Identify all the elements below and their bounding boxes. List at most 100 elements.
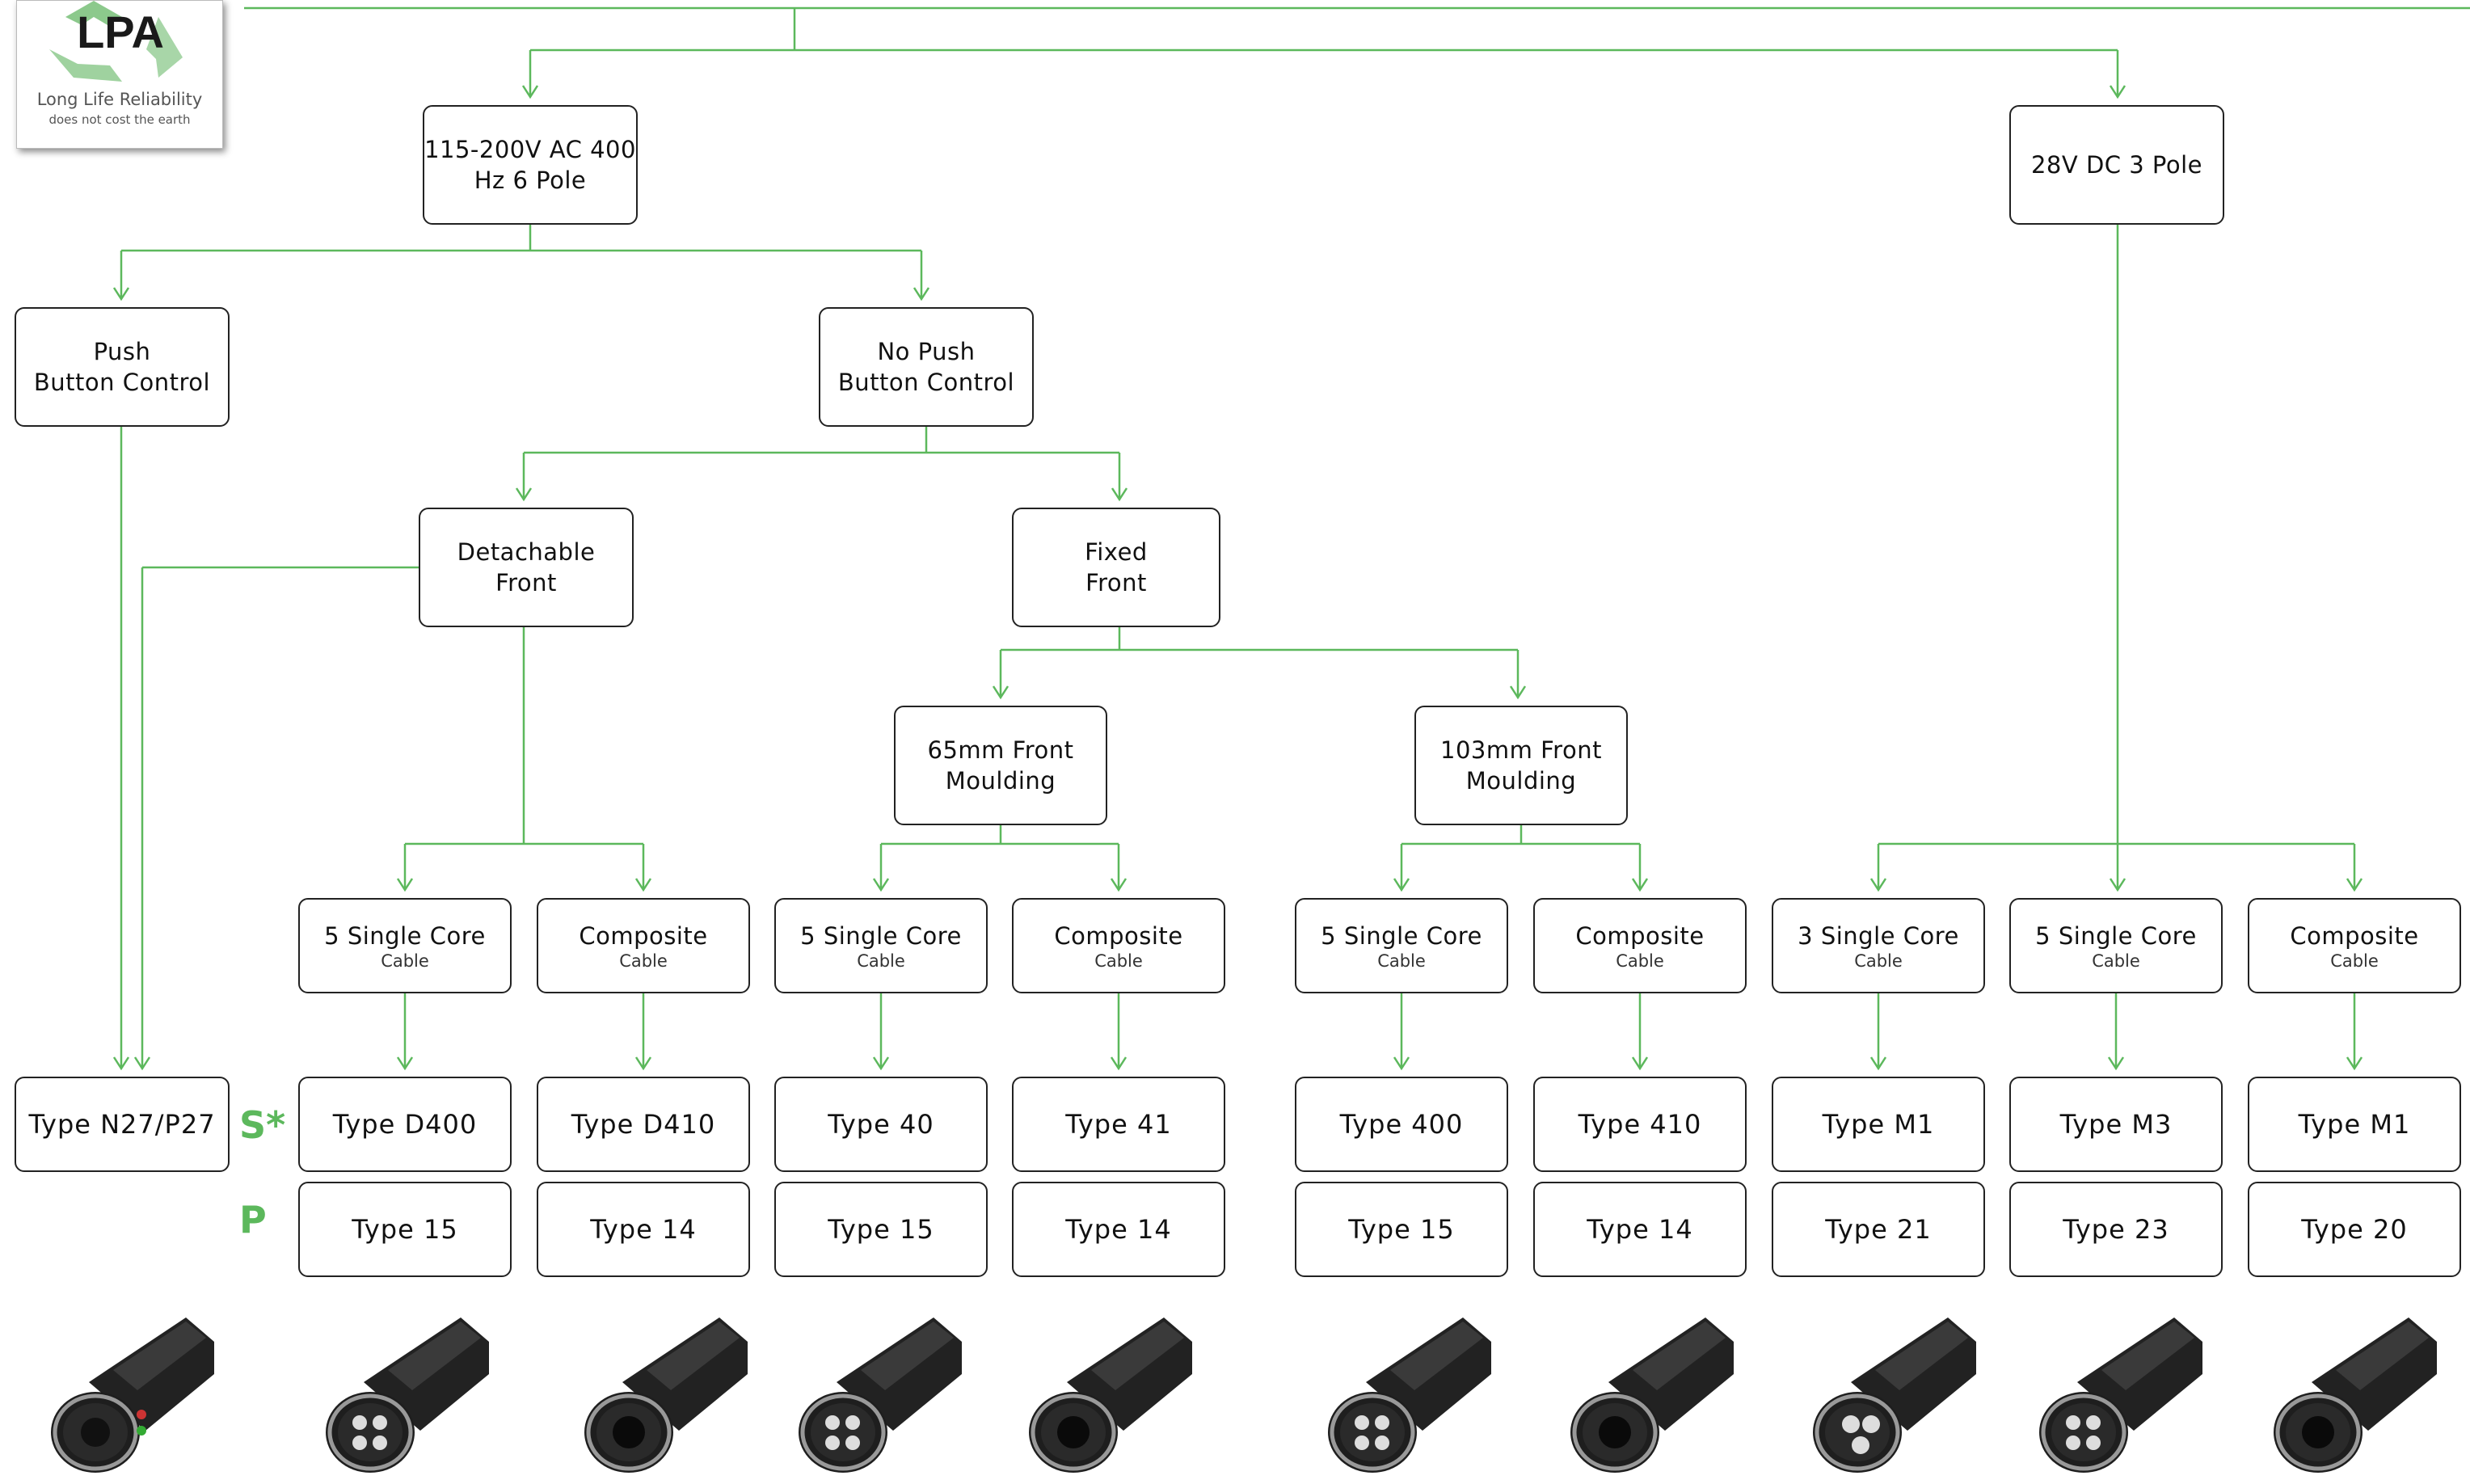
row-label-s: S*	[239, 1103, 286, 1147]
row-label-p: P	[239, 1198, 267, 1242]
type-box-p: Type 14	[537, 1182, 750, 1277]
arrow-head-icon	[2107, 1056, 2125, 1071]
arrow-head-icon	[1869, 1056, 1887, 1071]
cable-type-label: Composite	[2290, 922, 2419, 950]
cable-type-label: 3 Single Core	[1798, 922, 1959, 950]
arrow-head-icon	[521, 85, 539, 99]
connector-photo-m1-composite	[2274, 1317, 2437, 1473]
type-box-s: Type D410	[537, 1077, 750, 1172]
type-box-s: Type 40	[774, 1077, 988, 1172]
connector-photo-400	[1328, 1317, 1491, 1473]
arrow-head-icon	[634, 1056, 652, 1071]
type-box-s: Type 400	[1295, 1077, 1508, 1172]
node-nopush-line2: Button Control	[837, 369, 1015, 396]
connector-photo-d410	[584, 1317, 748, 1473]
node-dc-line1: 28V DC 3 Pole	[2030, 151, 2203, 179]
plug-type-label: Type 23	[2063, 1214, 2169, 1245]
arrow-head-icon	[112, 1056, 130, 1071]
arrow-head-icon	[2346, 1056, 2363, 1071]
node-fixed-front: Fixed Front	[1012, 508, 1220, 627]
type-box-s: Type M1	[2248, 1077, 2461, 1172]
arrow-head-icon	[913, 287, 930, 301]
plug-type-label: Type 14	[1065, 1214, 1172, 1245]
node-fixed-line2: Front	[1085, 569, 1147, 597]
connector-photo-m3	[2039, 1317, 2202, 1473]
type-box-p: Type 23	[2009, 1182, 2223, 1277]
arrow-head-icon	[2109, 85, 2126, 99]
arrow-head-icon	[634, 878, 652, 892]
connector-photo-m1-single	[1813, 1317, 1976, 1473]
node-m65-line2: Moulding	[945, 767, 1056, 795]
type-box-p: Type 14	[1533, 1182, 1747, 1277]
type-box-s: Type D400	[298, 1077, 512, 1172]
arrow-head-icon	[396, 878, 414, 892]
cable-type-label: 5 Single Core	[1321, 922, 1482, 950]
node-ac-line2: Hz 6 Pole	[474, 167, 587, 194]
type-n27-p27-label: Type N27/P27	[28, 1109, 216, 1140]
type-box-p: Type 15	[774, 1182, 988, 1277]
type-box-p: Type 20	[2248, 1182, 2461, 1277]
node-m103-line2: Moulding	[1465, 767, 1577, 795]
recycle-arrows-icon: LPA	[49, 1, 183, 82]
cable-sub-label: Cable	[1094, 951, 1143, 971]
cable-sub-label: Cable	[619, 951, 668, 971]
arrow-head-icon	[2346, 878, 2363, 892]
cable-sub-label: Cable	[1616, 951, 1664, 971]
arrow-head-icon	[1393, 878, 1410, 892]
node-push-line2: Button Control	[33, 369, 211, 396]
socket-type-label: Type M1	[1822, 1109, 1935, 1140]
node-fixed-line1: Fixed	[1085, 538, 1148, 566]
cable-type-label: 5 Single Core	[800, 922, 962, 950]
socket-type-label: Type M3	[2059, 1109, 2173, 1140]
arrow-head-icon	[2109, 878, 2126, 892]
connector-photo-n27-p27	[51, 1317, 214, 1473]
type-box-p: Type 15	[1295, 1182, 1508, 1277]
arrow-head-icon	[1631, 1056, 1649, 1071]
cable-sub-label: Cable	[2330, 951, 2379, 971]
plug-type-label: Type 15	[352, 1214, 458, 1245]
arrow-head-icon	[396, 1056, 414, 1071]
plug-type-label: Type 14	[1587, 1214, 1693, 1245]
cable-sub-label: Cable	[2092, 951, 2140, 971]
socket-type-label: Type 41	[1065, 1109, 1172, 1140]
arrow-head-icon	[992, 685, 1009, 700]
type-box-n27-p27: Type N27/P27	[15, 1077, 230, 1172]
arrow-head-icon	[1869, 878, 1887, 892]
logo-tagline: Long Life Reliability	[36, 90, 203, 109]
cable-sub-label: Cable	[381, 951, 429, 971]
logo-brand: LPA	[77, 6, 164, 57]
node-push-line1: Push	[93, 338, 151, 365]
socket-type-label: Type 40	[828, 1109, 934, 1140]
connector-photo-41	[1029, 1317, 1192, 1473]
socket-type-label: Type 400	[1339, 1109, 1464, 1140]
arrow-head-icon	[1111, 487, 1128, 502]
type-box-s: Type 410	[1533, 1077, 1747, 1172]
plug-type-label: Type 14	[590, 1214, 697, 1245]
arrow-head-icon	[1509, 685, 1527, 700]
cable-sub-label: Cable	[1854, 951, 1903, 971]
type-box-p: Type 21	[1772, 1182, 1985, 1277]
cable-type-label: 5 Single Core	[2035, 922, 2197, 950]
plug-type-label: Type 15	[828, 1214, 934, 1245]
socket-type-label: Type D400	[332, 1109, 478, 1140]
arrow-head-icon	[872, 1056, 890, 1071]
connector-photo-40	[799, 1317, 962, 1473]
plug-type-label: Type 21	[1825, 1214, 1932, 1245]
node-nopush-line1: No Push	[877, 338, 976, 365]
node-m65-line1: 65mm Front	[927, 736, 1074, 764]
type-box-s: Type M3	[2009, 1077, 2223, 1172]
cable-type-label: Composite	[579, 922, 708, 950]
lpa-logo: LPA Long Life Reliability does not cost …	[16, 0, 223, 149]
socket-type-label: Type M1	[2298, 1109, 2411, 1140]
type-box-s: Type M1	[1772, 1077, 1985, 1172]
type-box-p: Type 14	[1012, 1182, 1225, 1277]
socket-type-label: Type 410	[1578, 1109, 1702, 1140]
arrow-head-icon	[1110, 878, 1128, 892]
arrow-head-icon	[1393, 1056, 1410, 1071]
cable-type-label: Composite	[1054, 922, 1183, 950]
arrow-head-icon	[515, 487, 533, 502]
